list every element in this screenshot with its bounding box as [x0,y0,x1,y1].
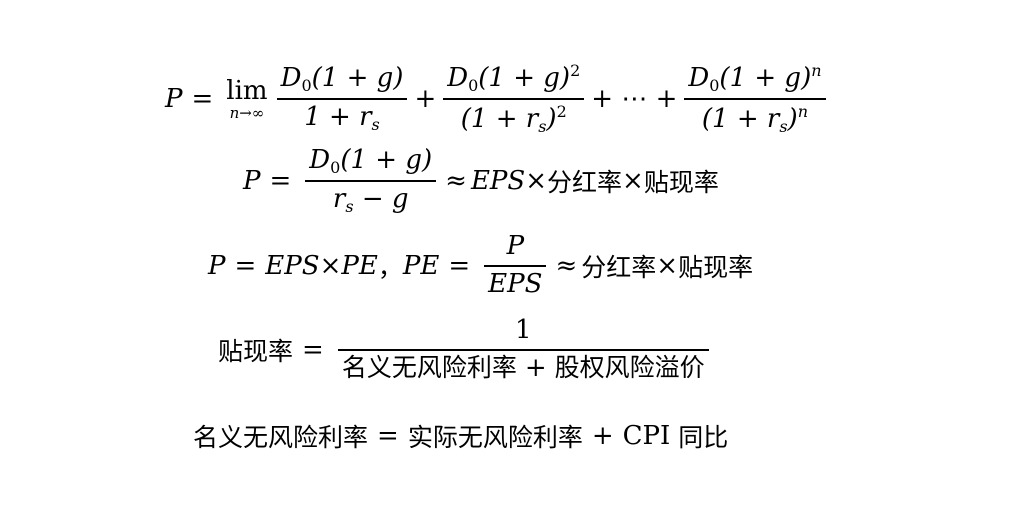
approx-sign: ≈ [555,250,578,281]
equals-sign: = [377,421,399,451]
ellipsis-plus: + ⋯ + [591,84,678,115]
times-sign: × [525,166,548,197]
eps-symbol: EPS [470,166,526,197]
equals-sign: = [448,250,471,281]
equals-sign: = [302,334,324,365]
equals-sign: = [269,166,292,197]
limit-operator: lim n→∞ [226,75,268,122]
eps-symbol: EPS [265,250,320,281]
price-symbol: P [208,250,226,281]
pe-symbol: PE [402,250,440,281]
fraction-term-n: D0(1 + g)n (1 + rs)n [684,61,826,137]
fraction-discount-rate: 1 名义无风险利率+股权风险溢价 [337,315,709,384]
formula-gordon-closed: P = D0(1 + g) rs − g ≈ EPS × 分红率 × 贴现率 [243,145,719,217]
times-sign: × [319,250,342,281]
price-symbol: P [165,84,183,115]
formula-discount-rate: 贴现率 = 1 名义无风险利率+股权风险溢价 [218,315,714,384]
discount-rate-label: 贴现率 [678,252,754,282]
fraction-price-over-eps: P EPS [484,231,547,300]
price-symbol: P [243,166,261,197]
formula-nominal-rate: 名义无风险利率 = 实际无风险利率 + CPI 同比 [193,418,728,454]
yoy-label: 同比 [678,423,729,452]
times-sign: × [656,250,679,281]
discount-rate-label: 贴现率 [643,168,719,198]
approx-sign: ≈ [445,166,467,197]
plus-sign: + [414,84,437,115]
dividend-payout-ratio-label: 分红率 [581,252,657,282]
cpi-label: CPI [622,421,671,451]
plus-sign: + [591,421,614,451]
pe-symbol: PE [341,250,378,281]
fraction-term-1: D0(1 + g) 1 + rs [276,63,408,135]
real-riskfree-rate-label: 实际无风险利率 [407,423,583,452]
dividend-payout-ratio-label: 分红率 [547,168,623,198]
fraction-dividend-over-rate: D0(1 + g) rs − g [305,145,437,217]
times-sign: × [622,166,644,197]
nominal-riskfree-rate-label: 名义无风险利率 [193,423,369,452]
fraction-term-2: D0(1 + g)2 (1 + rs)2 [443,61,585,137]
formula-pe: P = EPS × PE ， PE = P EPS ≈ 分红率 × 贴现率 [208,231,754,300]
formula-gordon-sum: P = lim n→∞ D0(1 + g) 1 + rs + D0(1 + g)… [165,61,831,137]
comma: ， [377,252,403,282]
equals-sign: = [191,84,214,115]
equals-sign: = [234,250,257,281]
discount-rate-label: 贴现率 [218,336,294,366]
